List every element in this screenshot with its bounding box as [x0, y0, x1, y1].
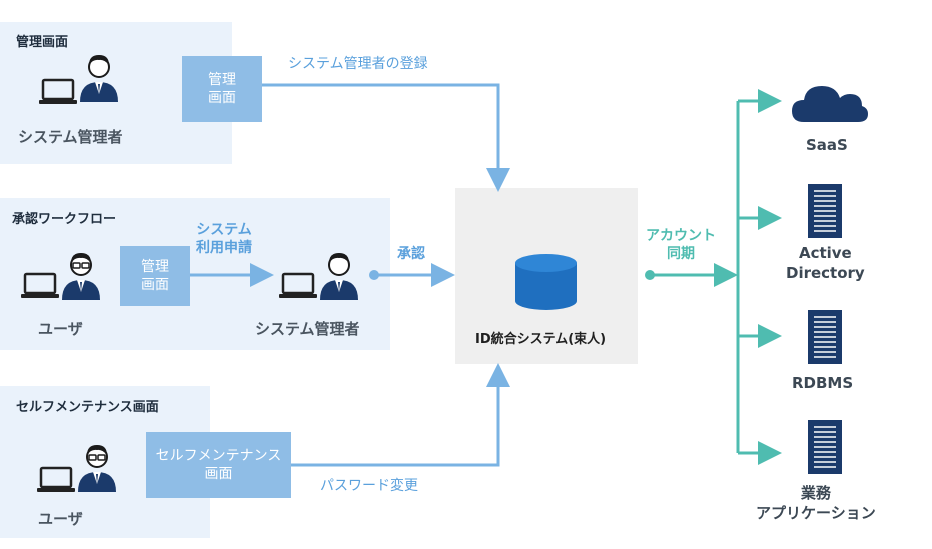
target-label-active-directory: Active Directory	[786, 244, 865, 282]
target-label-rdbms: RDBMS	[792, 374, 854, 392]
admin-register-flow-label: システム管理者の登録	[288, 56, 428, 72]
person-icon	[80, 55, 118, 102]
target-label-business-app: 業務 アプリケーション	[756, 484, 876, 522]
cloud-icon	[792, 86, 868, 122]
database-icon	[515, 254, 577, 310]
target-label-saas: SaaS	[806, 136, 848, 154]
laptop-icon	[39, 78, 77, 104]
self-user-label: ユーザ	[38, 510, 83, 528]
core-system-label: ID統合システム(束人)	[475, 332, 607, 347]
password-change-arrow	[291, 363, 510, 467]
workflow-admin-label: システム管理者	[255, 320, 360, 338]
account-sync-flow-label: アカウント 同期	[646, 228, 716, 262]
approve-flow-label: 承認	[397, 246, 425, 262]
workflow-user-label: ユーザ	[38, 320, 83, 338]
server-icon	[808, 184, 842, 238]
password-change-flow-label: パスワード変更	[320, 478, 418, 494]
person-with-glasses-icon	[62, 253, 100, 300]
person-icon	[320, 253, 358, 300]
server-icon	[808, 420, 842, 474]
server-icon	[808, 310, 842, 364]
self-maintenance-panel-title: セルフメンテナンス画面	[16, 400, 159, 415]
laptop-icon	[279, 272, 317, 298]
workflow-panel-title: 承認ワークフロー	[12, 212, 117, 227]
sync-distribution-lines	[736, 89, 782, 465]
admin-panel-title: 管理画面	[16, 35, 69, 50]
self-maintenance-screen-box[interactable]: セルフメンテナンス 画面	[146, 432, 291, 498]
workflow-admin-screen-box[interactable]: 管理 画面	[120, 246, 190, 306]
admin-person-label: システム管理者	[18, 128, 123, 146]
admin-register-arrow	[262, 83, 510, 192]
request-flow-label: システム 利用申請	[196, 222, 252, 256]
admin-screen-box[interactable]: 管理 画面	[182, 56, 262, 122]
laptop-icon	[37, 466, 75, 492]
account-sync-arrow	[645, 263, 738, 287]
person-with-glasses-icon	[78, 445, 116, 492]
approve-arrow	[369, 263, 455, 287]
laptop-icon	[21, 272, 59, 298]
